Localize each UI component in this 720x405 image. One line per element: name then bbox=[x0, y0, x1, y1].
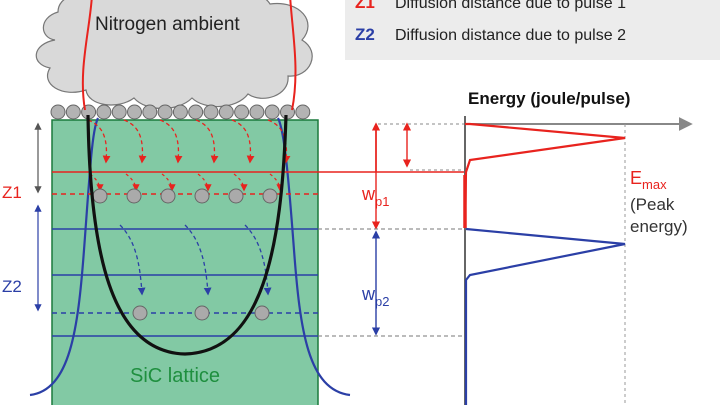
surface-particle bbox=[50, 104, 66, 120]
surface-particle bbox=[218, 104, 234, 120]
pulse1-beam-left bbox=[81, 0, 93, 111]
legend: Z1 Diffusion distance due to pulse 1 Z2 … bbox=[345, 0, 720, 60]
emax-label: Emax bbox=[630, 168, 667, 192]
wp1-label: wp1 bbox=[361, 184, 389, 209]
surface-particle bbox=[295, 104, 311, 120]
surface-particle bbox=[96, 104, 112, 120]
lattice-label: SiC lattice bbox=[130, 365, 220, 387]
legend-key-z1: Z1 bbox=[355, 0, 375, 12]
surface-particle bbox=[188, 104, 204, 120]
depth-markers-left: Z1 Z2 bbox=[2, 122, 42, 312]
embedded-particles bbox=[92, 188, 278, 321]
legend-text-z2: Diffusion distance due to pulse 2 bbox=[395, 27, 626, 44]
pulse1-arrow-short bbox=[233, 173, 248, 192]
surface-particle bbox=[234, 104, 250, 120]
pulse1-arrow-short bbox=[161, 173, 176, 192]
surface-particle bbox=[249, 104, 265, 120]
pulse1-arrow bbox=[123, 119, 147, 164]
pulse1-arrow bbox=[87, 119, 111, 164]
legend-box bbox=[345, 0, 720, 60]
z2-label: Z2 bbox=[2, 277, 22, 296]
legend-key-z2: Z2 bbox=[355, 25, 375, 44]
sic-lattice-block bbox=[51, 119, 319, 405]
pulse1-arrow bbox=[231, 119, 255, 164]
pulse1-arrow bbox=[159, 119, 183, 164]
pulse-width-markers: wp1 wp2 bbox=[318, 122, 465, 337]
diffusion-front-curve bbox=[86, 114, 288, 356]
wp2-label: wp2 bbox=[361, 284, 389, 309]
surface-particle bbox=[111, 104, 127, 120]
energy-axis-title: Energy (joule/pulse) bbox=[468, 89, 630, 108]
nitrogen-cloud: Nitrogen ambient bbox=[35, 0, 313, 109]
cloud-label: Nitrogen ambient bbox=[95, 14, 240, 35]
surface-particle bbox=[203, 104, 219, 120]
pulse1-energy-profile bbox=[463, 122, 626, 229]
surface-particle bbox=[127, 104, 142, 120]
surface-particle bbox=[65, 104, 81, 120]
surface-particle bbox=[264, 104, 280, 120]
pulse2-diffusion-arrows bbox=[119, 224, 272, 296]
surface-particle bbox=[172, 104, 188, 120]
pulse1-beam-right bbox=[289, 0, 297, 111]
legend-text-z1: Diffusion distance due to pulse 1 bbox=[395, 0, 626, 12]
surface-particle bbox=[142, 104, 158, 120]
pulse1-arrow bbox=[195, 119, 219, 164]
peak-note-1: (Peak bbox=[630, 195, 675, 214]
z1-label: Z1 bbox=[2, 183, 22, 202]
pulse2-energy-profile bbox=[464, 227, 626, 405]
surface-particle bbox=[157, 104, 173, 120]
pulse1-arrow-short bbox=[197, 173, 212, 192]
energy-plot: Energy (joule/pulse) Emax (Peak energy) bbox=[463, 89, 693, 405]
surface-particle bbox=[280, 104, 295, 120]
peak-note-2: energy) bbox=[630, 217, 688, 236]
surface-particles bbox=[50, 104, 311, 120]
